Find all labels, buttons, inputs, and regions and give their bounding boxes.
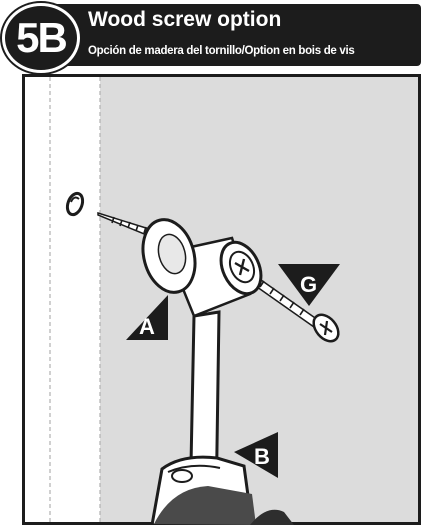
- mounting-flange-part-a: [141, 218, 263, 318]
- callout-b: B: [234, 432, 278, 478]
- callout-g-label: G: [300, 272, 317, 297]
- assembly-illustration: A G B: [22, 74, 421, 525]
- callout-b-label: B: [254, 444, 270, 469]
- callout-a-label: A: [139, 314, 155, 339]
- step-title: Wood screw option: [88, 8, 282, 31]
- step-number-badge: 5B: [2, 3, 80, 73]
- pilot-hole: [65, 191, 85, 217]
- bottom-fitting: [150, 455, 294, 525]
- step-number: 5B: [16, 14, 68, 61]
- illustration-svg: A G B: [22, 74, 421, 525]
- header-bar: [44, 4, 421, 66]
- callout-g: G: [278, 264, 340, 306]
- step-subtitle: Opción de madera del tornillo/Option en …: [88, 45, 355, 57]
- callout-a: A: [126, 295, 168, 340]
- step-header: 5B Wood screw option Opción de madera de…: [0, 0, 425, 74]
